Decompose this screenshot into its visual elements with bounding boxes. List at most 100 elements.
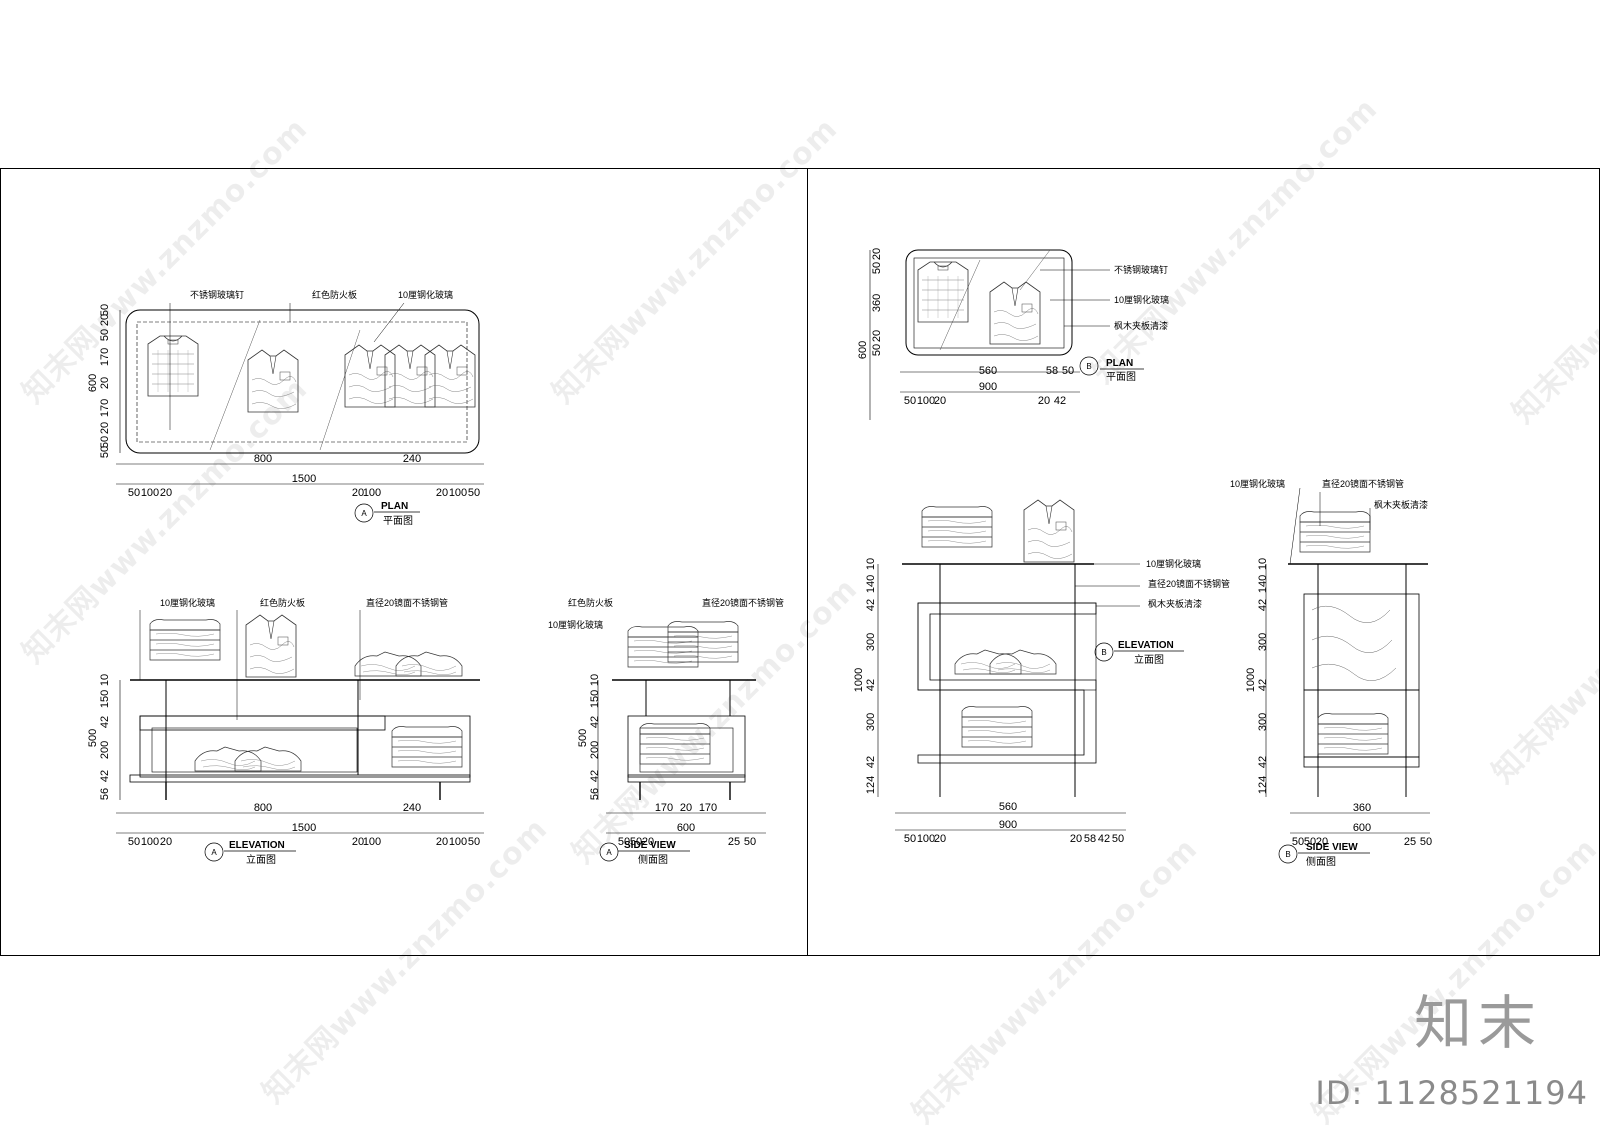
vdim-elev-a-6: 42 bbox=[99, 770, 111, 782]
plan-a-label-3: 10厘钢化玻璃 bbox=[398, 289, 453, 300]
dim-elev-a-b3: 20 bbox=[160, 836, 172, 848]
vdim-plan-a-2: 20 bbox=[99, 314, 111, 326]
dim-plan-a-b6: 20 bbox=[436, 487, 448, 499]
svg-text:A: A bbox=[606, 848, 612, 857]
dim-side-b-total: 600 bbox=[1353, 822, 1371, 834]
side-a-label-3: 直径20镜面不锈钢管 bbox=[702, 597, 784, 608]
dim-plan-a-top-2: 240 bbox=[403, 453, 421, 465]
vdim-side-a-1: 500 bbox=[577, 729, 589, 747]
dim-plan-a-b4: 20 bbox=[352, 487, 364, 499]
plan-b bbox=[869, 249, 1110, 420]
svg-text:ELEVATION: ELEVATION bbox=[229, 840, 285, 851]
dim-side-b-b5: 50 bbox=[1420, 836, 1432, 848]
dim-plan-b-top-1: 560 bbox=[979, 365, 997, 377]
dim-elev-b-b2: 100 bbox=[917, 833, 935, 845]
vdim-elev-b-3: 140 bbox=[865, 575, 877, 593]
dim-plan-a-b5: 100 bbox=[363, 487, 381, 499]
dim-elev-a-b4: 20 bbox=[352, 836, 364, 848]
vdim-elev-a-5: 200 bbox=[99, 741, 111, 759]
vdim-plan-b-5: 20 bbox=[871, 330, 883, 342]
dim-elev-a-b8: 50 bbox=[468, 836, 480, 848]
vdim-elev-a-2: 10 bbox=[99, 674, 111, 686]
vdim-side-b-2: 10 bbox=[1257, 558, 1269, 570]
view-titles: A PLAN 平面图 A ELEVATION 立面图 A SIDE VIEW 侧… bbox=[204, 356, 1370, 868]
side-a-label-1: 红色防火板 bbox=[568, 597, 613, 608]
side-a bbox=[597, 621, 766, 834]
svg-text:A: A bbox=[361, 509, 367, 518]
plan-a-label-1: 不锈钢玻璃钉 bbox=[190, 289, 244, 300]
vertical-dimensions: 600 20 50 50 170 20 170 20 50 50 500 10 … bbox=[87, 248, 1269, 800]
vdim-plan-a-7: 170 bbox=[99, 399, 111, 417]
title-side-a: A SIDE VIEW 侧面图 bbox=[599, 840, 690, 866]
vdim-plan-a-3: 50 bbox=[99, 329, 111, 341]
dim-elev-b-b5: 58 bbox=[1084, 833, 1096, 845]
svg-text:PLAN: PLAN bbox=[381, 501, 408, 512]
dim-elev-a-top-1: 800 bbox=[254, 802, 272, 814]
vdim-elev-b-6: 42 bbox=[865, 679, 877, 691]
vdim-plan-a-9: 50 bbox=[99, 436, 111, 448]
dim-plan-b-top-3: 50 bbox=[1062, 365, 1074, 377]
dim-elev-a-total: 1500 bbox=[292, 822, 316, 834]
dim-side-a-top-1: 170 bbox=[655, 802, 673, 814]
vdim-side-a-2: 10 bbox=[589, 674, 601, 686]
elev-b-label-1: 10厘钢化玻璃 bbox=[1146, 558, 1201, 569]
vdim-plan-b-6: 50 bbox=[871, 344, 883, 356]
dim-plan-a-total: 1500 bbox=[292, 473, 316, 485]
vdim-elev-b-8: 42 bbox=[865, 756, 877, 768]
dim-elev-a-b6: 20 bbox=[436, 836, 448, 848]
vdim-side-b-5: 300 bbox=[1257, 633, 1269, 651]
vdim-side-a-7: 56 bbox=[589, 788, 601, 800]
elev-a-label-1: 10厘钢化玻璃 bbox=[160, 597, 215, 608]
svg-text:SIDE VIEW: SIDE VIEW bbox=[624, 840, 676, 851]
elev-a-label-3: 直径20镜面不锈钢管 bbox=[366, 597, 448, 608]
dim-elev-b-b4: 20 bbox=[1070, 833, 1082, 845]
leader-labels: 不锈钢玻璃钉 红色防火板 10厘钢化玻璃 10厘钢化玻璃 红色防火板 直径20镜… bbox=[160, 264, 1428, 630]
dim-plan-a-b2: 100 bbox=[141, 487, 159, 499]
vdim-elev-b-4: 42 bbox=[865, 599, 877, 611]
title-elev-a: A ELEVATION 立面图 bbox=[204, 840, 296, 866]
vdim-plan-b-1: 600 bbox=[857, 341, 869, 359]
dim-side-a-b4: 25 bbox=[728, 836, 740, 848]
vdim-plan-a-4: 50 bbox=[99, 304, 111, 316]
vdim-plan-a-1: 600 bbox=[87, 374, 99, 392]
vdim-elev-b-1: 1000 bbox=[853, 668, 865, 692]
vdim-elev-a-1: 500 bbox=[87, 729, 99, 747]
dim-plan-b-b4: 20 bbox=[1038, 395, 1050, 407]
dim-plan-b-total: 900 bbox=[979, 381, 997, 393]
vdim-plan-a-6: 20 bbox=[99, 377, 111, 389]
svg-text:B: B bbox=[1086, 362, 1091, 371]
svg-text:侧面图: 侧面图 bbox=[638, 853, 668, 866]
vdim-plan-b-3: 50 bbox=[871, 262, 883, 274]
plan-b-label-1: 不锈钢玻璃钉 bbox=[1114, 264, 1168, 275]
dim-side-b-b4: 25 bbox=[1404, 836, 1416, 848]
vdim-side-a-6: 42 bbox=[589, 770, 601, 782]
dim-elev-b-b7: 50 bbox=[1112, 833, 1124, 845]
dim-side-a-top-3: 170 bbox=[699, 802, 717, 814]
vdim-side-b-4: 42 bbox=[1257, 599, 1269, 611]
svg-text:PLAN: PLAN bbox=[1106, 358, 1133, 369]
dim-elev-a-b5: 100 bbox=[363, 836, 381, 848]
svg-text:侧面图: 侧面图 bbox=[1306, 855, 1336, 868]
left-sheet-frame bbox=[0, 168, 808, 956]
brand-logo: 知末 bbox=[1413, 989, 1542, 1057]
vdim-side-b-8: 42 bbox=[1257, 756, 1269, 768]
vdim-plan-b-2: 20 bbox=[871, 248, 883, 260]
plan-a bbox=[116, 302, 484, 485]
svg-text:立面图: 立面图 bbox=[246, 853, 276, 866]
elevation-a bbox=[116, 610, 484, 834]
dim-side-b-b1: 50 bbox=[1292, 836, 1304, 848]
dim-plan-a-b1: 50 bbox=[128, 487, 140, 499]
dim-plan-a-top-1: 800 bbox=[254, 453, 272, 465]
vdim-plan-a-8: 20 bbox=[99, 422, 111, 434]
vdim-side-b-9: 124 bbox=[1257, 776, 1269, 794]
brand-id: ID: 1128521194 bbox=[1315, 1074, 1588, 1112]
vdim-side-a-3: 150 bbox=[589, 690, 601, 708]
dim-side-a-b2: 50 bbox=[630, 836, 642, 848]
vdim-side-a-4: 42 bbox=[589, 716, 601, 728]
side-b bbox=[1265, 487, 1430, 834]
dim-side-b-b3: 20 bbox=[1316, 836, 1328, 848]
svg-text:平面图: 平面图 bbox=[383, 515, 413, 527]
svg-text:B: B bbox=[1285, 850, 1290, 859]
dim-plan-b-b3: 20 bbox=[934, 395, 946, 407]
